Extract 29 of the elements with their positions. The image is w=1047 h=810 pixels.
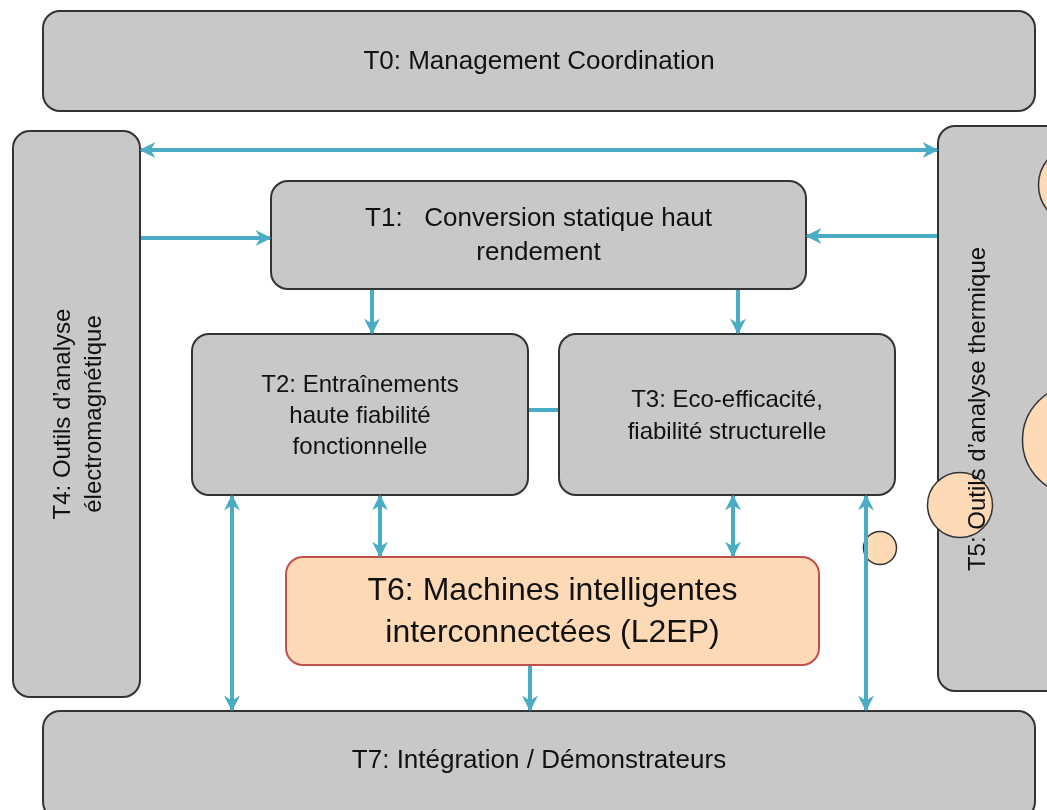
arrow <box>725 494 741 558</box>
task-box <box>42 10 1036 112</box>
task-box <box>558 333 896 496</box>
task-label: T0: Management Coordination <box>363 44 715 78</box>
task-box <box>191 333 529 496</box>
task-label: T6: Machines intelligentes interconnectées (L2EP) <box>366 570 739 651</box>
arrow <box>224 494 240 712</box>
circle-shape <box>862 530 898 566</box>
arrow <box>364 290 380 335</box>
circle-shape <box>926 471 994 539</box>
arrow <box>522 666 538 712</box>
arrow <box>139 142 939 158</box>
task-label: T3: Eco-efficacité, fiabilité structurelle <box>626 384 828 446</box>
arrow <box>805 228 937 244</box>
highlight-box <box>285 556 820 666</box>
task-box <box>937 125 1047 692</box>
task-label: T1: Conversion statique haut rendement <box>364 201 713 268</box>
connector-line <box>529 408 558 412</box>
task-box <box>12 130 141 698</box>
task-box <box>42 710 1036 810</box>
task-label: T7: Intégration / Démonstrateurs <box>351 743 727 777</box>
task-box <box>270 180 807 290</box>
arrow <box>858 494 874 712</box>
arrow <box>141 230 272 246</box>
task-label: T5: Outils d’analyse thermique <box>962 245 992 573</box>
task-label: T2: Entraînements haute fiabilité fonctionnelle <box>260 368 460 462</box>
arrow <box>372 494 388 558</box>
task-label: T4: Outils d’analyse électromagnétique <box>46 307 107 522</box>
arrow <box>730 290 746 335</box>
